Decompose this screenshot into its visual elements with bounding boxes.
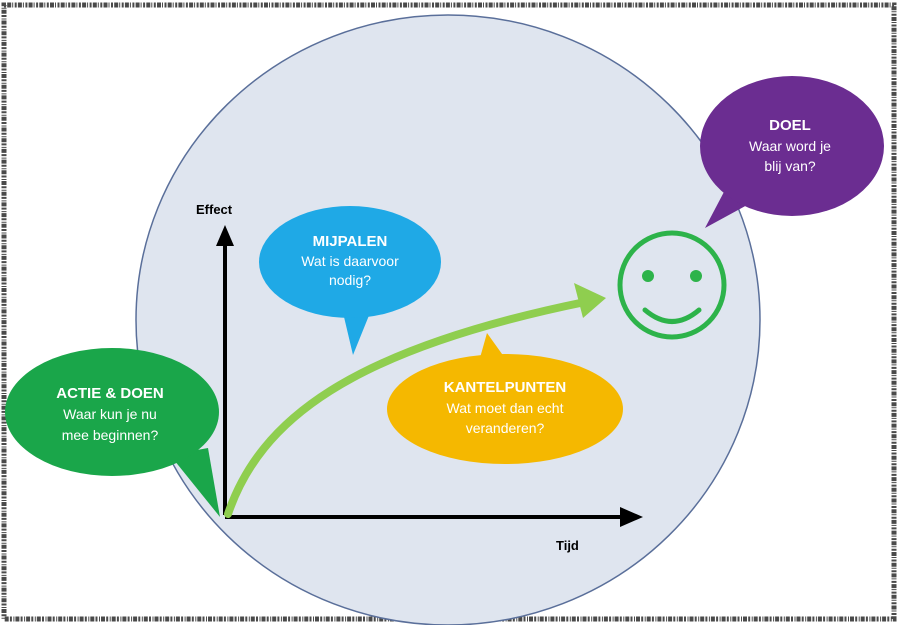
mijlpalen-title: MIJPALEN: [313, 233, 388, 250]
x-axis-arrowhead: [620, 507, 643, 527]
bubble-doel: DOEL Waar word je blij van?: [700, 76, 884, 228]
doel-line1: Waar word je: [749, 138, 831, 154]
smiley-face-icon: [617, 230, 727, 340]
y-axis-label: Effect: [196, 202, 233, 217]
mijlpalen-line1: Wat is daarvoor: [301, 253, 399, 269]
actie-line1: Waar kun je nu: [63, 406, 157, 422]
growth-curve-arrowhead: [574, 283, 606, 318]
doel-line2: blij van?: [764, 158, 816, 174]
x-axis-label: Tijd: [556, 538, 579, 553]
bubble-mijlpalen: MIJPALEN Wat is daarvoor nodig?: [259, 206, 441, 355]
actie-title: ACTIE & DOEN: [56, 385, 164, 402]
bubble-actie: ACTIE & DOEN Waar kun je nu mee beginnen…: [5, 348, 220, 517]
mijlpalen-line2: nodig?: [329, 272, 371, 288]
doel-title: DOEL: [769, 117, 811, 134]
bubble-kantelpunten: KANTELPUNTEN Wat moet dan echt verandere…: [387, 333, 623, 464]
kantelpunten-line1: Wat moet dan echt: [447, 400, 564, 416]
growth-curve: [224, 298, 589, 518]
y-axis-arrowhead: [216, 225, 234, 246]
kantelpunten-line2: veranderen?: [466, 420, 545, 436]
kantelpunten-title: KANTELPUNTEN: [444, 379, 567, 396]
actie-line2: mee beginnen?: [62, 427, 159, 443]
background-circle: [135, 14, 761, 625]
